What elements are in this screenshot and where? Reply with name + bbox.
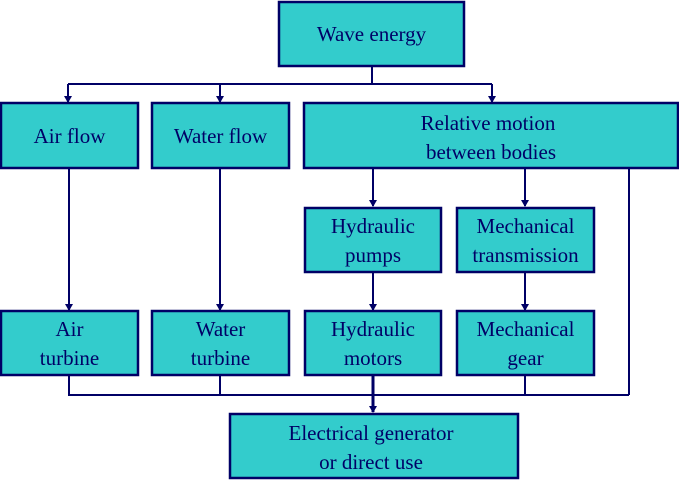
node-box bbox=[455, 206, 596, 274]
node-label: transmission bbox=[472, 243, 579, 267]
node-label: Hydraulic bbox=[331, 317, 415, 341]
node-label: turbine bbox=[191, 346, 250, 370]
node-relative-motion: Relative motion between bodies bbox=[302, 101, 679, 170]
node-hydraulic-motors: Hydraulic motors bbox=[303, 309, 443, 377]
node-label: Air flow bbox=[34, 124, 107, 148]
node-mechanical-gear: Mechanical gear bbox=[455, 309, 596, 377]
node-label: motors bbox=[344, 346, 402, 370]
node-hydraulic-pumps: Hydraulic pumps bbox=[303, 206, 443, 274]
node-label: Mechanical bbox=[477, 214, 575, 238]
connectors bbox=[64, 66, 630, 413]
node-label: Water flow bbox=[174, 124, 268, 148]
node-air-flow: Air flow bbox=[0, 101, 140, 170]
node-water-flow: Water flow bbox=[150, 101, 291, 170]
node-air-turbine: Air turbine bbox=[0, 309, 140, 377]
node-box bbox=[0, 101, 140, 170]
node-label: turbine bbox=[40, 346, 99, 370]
node-label: Hydraulic bbox=[331, 214, 415, 238]
node-label: Air bbox=[56, 317, 84, 341]
node-label: pumps bbox=[345, 243, 401, 267]
node-box bbox=[277, 0, 466, 68]
node-box bbox=[228, 412, 520, 480]
node-electrical-generator: Electrical generator or direct use bbox=[228, 412, 520, 480]
connector-wave-split bbox=[68, 66, 492, 85]
node-label: between bodies bbox=[426, 140, 556, 164]
node-box bbox=[303, 309, 443, 377]
node-mechanical-transmission: Mechanical transmission bbox=[455, 206, 596, 274]
node-label: Water bbox=[196, 317, 246, 341]
node-box bbox=[150, 101, 291, 170]
node-box bbox=[303, 206, 443, 274]
node-box bbox=[302, 101, 679, 170]
node-label: or direct use bbox=[319, 450, 423, 474]
node-label: Wave energy bbox=[317, 22, 427, 46]
node-label: gear bbox=[507, 346, 543, 370]
node-label: Electrical generator bbox=[289, 421, 454, 445]
connector-bottom-collector bbox=[68, 375, 629, 396]
node-box bbox=[0, 309, 140, 377]
node-box bbox=[150, 309, 291, 377]
node-label: Mechanical bbox=[477, 317, 575, 341]
node-box bbox=[455, 309, 596, 377]
node-water-turbine: Water turbine bbox=[150, 309, 291, 377]
node-wave-energy: Wave energy bbox=[277, 0, 466, 68]
node-label: Relative motion bbox=[421, 111, 556, 135]
